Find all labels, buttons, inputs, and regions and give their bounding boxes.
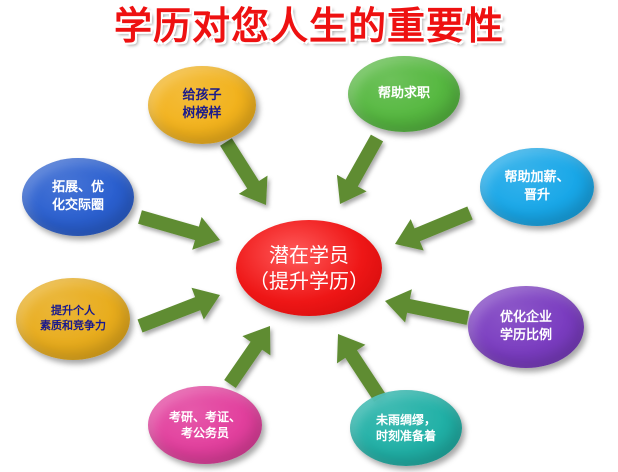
center-label: 潜在学员 （提升学历） <box>249 243 369 293</box>
node-exams: 考研、考证、 考公务员 <box>148 386 262 464</box>
arrow-from-prepare-ahead <box>337 334 386 402</box>
arrow-from-job-search <box>336 134 384 204</box>
node-child-role-model: 给孩子 树榜样 <box>148 66 256 144</box>
node-prepare-ahead: 未雨绸缪， 时刻准备着 <box>350 390 462 466</box>
arrow-from-exams <box>224 326 271 388</box>
diagram-title: 学历对您人生的重要性 <box>113 4 504 48</box>
arrow-from-raise-promotion <box>395 206 473 251</box>
arrow-from-optimize-ratio <box>385 289 470 325</box>
node-label: 给孩子 树榜样 <box>182 88 222 121</box>
node-label: 优化企业 学历比例 <box>499 310 552 343</box>
node-label: 考研、考证、 考公务员 <box>168 409 241 440</box>
node-raise-promotion: 帮助加薪、 晋升 <box>480 148 594 226</box>
node-job-search: 帮助求职 <box>348 56 460 132</box>
arrow-from-child-role-model <box>220 138 268 205</box>
node-label: 提升个人 素质和竞争力 <box>40 304 106 332</box>
node-label: 拓展、优 化交际圈 <box>51 180 104 213</box>
node-label: 未雨绸缪， 时刻准备着 <box>375 412 436 443</box>
arrow-from-personal-quality <box>137 287 220 333</box>
arrow-from-broaden-network <box>138 210 220 250</box>
center-node: 潜在学员 （提升学历） <box>236 220 382 316</box>
node-optimize-ratio: 优化企业 学历比例 <box>468 286 584 368</box>
node-broaden-network: 拓展、优 化交际圈 <box>22 158 134 236</box>
node-label: 帮助求职 <box>377 86 430 102</box>
node-personal-quality: 提升个人 素质和竞争力 <box>16 278 130 360</box>
node-label: 帮助加薪、 晋升 <box>504 170 570 203</box>
